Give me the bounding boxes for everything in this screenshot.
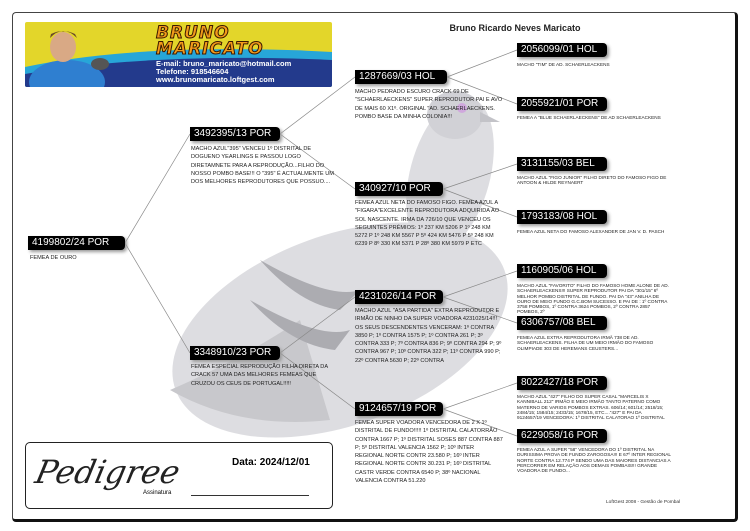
banner-website[interactable]: www.brunomaricato.loftgest.com (156, 75, 275, 84)
signature-label: Assinatura (143, 490, 172, 496)
pigeon-desc-dam: FEMEA ESPECIAL REPRODUÇÃO FILHA DIRETA D… (191, 364, 328, 387)
pigeon-desc-subject: FEMEA DE OURO (30, 255, 77, 261)
pedigree-logo: Pedigree (31, 453, 184, 491)
pigeon-desc-gen4: FEMEA A "BLUE SCHAERLAECKENS" DE AD SCHA… (517, 115, 661, 120)
breeder-banner: BRUNO MARICATO E-mail: bruno_maricato@ho… (25, 22, 332, 87)
pigeon-desc-gen4: FEMEA AZUL EXTRA REPRODUTORA IRMÃ 738 DE… (517, 335, 654, 351)
pigeon-desc-gen4: MACHO "TIM" DE AD. SCHAERLEACKENS (517, 62, 610, 67)
pigeon-desc-gen3: MACHO AZUL "ASA PARTIDA" EXTRA REPRODUTO… (355, 308, 502, 364)
pigeon-ring-dam[interactable]: 3348910/23 POR (190, 346, 280, 360)
pigeon-desc-gen4: FEMEA AZUL A SUPER "58" VENCEDORA DO 1º … (517, 447, 671, 474)
page-frame (12, 12, 738, 522)
pigeon-ring-sire[interactable]: 3492395/13 POR (190, 127, 280, 141)
banner-last-name: MARICATO (156, 39, 264, 59)
pigeon-desc-gen4: FEMEA AZUL NETA DO FAMOSO ALEXANDER DE J… (517, 229, 665, 234)
banner-first-name: BRUNO (156, 23, 230, 43)
software-credit: LoftGest 2008 - Gestão de Pombal (606, 500, 681, 505)
pigeon-ring-subject[interactable]: 4199802/24 POR (28, 236, 125, 250)
pigeon-ring-gen3[interactable]: 4231026/14 POR (355, 290, 443, 304)
pigeon-desc-gen3: FEMEA SUPER VOADORA VENCEDORA DE 2 X 1º … (355, 420, 503, 485)
pedigree-connectors (124, 49, 518, 437)
print-date: Data: 2024/12/01 (232, 457, 310, 468)
pigeon-in-hand (91, 58, 109, 70)
pigeon-desc-sire: MACHO AZUL"395" VENCEU 1º DISTRITAL DE D… (191, 146, 334, 186)
pigeon-ring-gen4[interactable]: 1793183/08 HOL (517, 210, 607, 224)
pigeon-desc-gen3: MACHO PEDRADO ESCURO CRACK 69 DE "SCHAER… (355, 89, 503, 120)
pigeon-desc-gen4: MACHO AZUL "FIGO JUNIOR" FILHO DIRETO DO… (517, 175, 667, 186)
person-photo (29, 60, 105, 87)
pigeon-ring-gen4[interactable]: 2055921/01 POR (517, 97, 607, 111)
owner-name: Bruno Ricardo Neves Maricato (449, 23, 581, 33)
pigeon-desc-gen4: MACHO AZUL "FAVORITO" FILHO DO FAMOSO HO… (517, 283, 669, 315)
signature-line (191, 495, 309, 496)
pigeon-ring-gen4[interactable]: 1160905/06 HOL (517, 264, 607, 278)
pigeon-ring-gen4[interactable]: 6306757/08 BEL (517, 316, 607, 330)
pigeon-ring-gen3[interactable]: 9124657/19 POR (355, 402, 443, 416)
pigeon-ring-gen3[interactable]: 1287669/03 HOL (355, 70, 447, 84)
pigeon-desc-gen3: FEMEA AZUL NETA DO FAMOSO FIGO. FEMEA AZ… (355, 200, 500, 248)
pigeon-desc-gen4: MACHO AZUL "427" FILHO DO SUPER CASAL "M… (517, 394, 665, 421)
banner-phone: Telefone: 918546604 (156, 67, 229, 76)
footer-box: Pedigree Data: 2024/12/01 Assinatura (25, 442, 333, 509)
pigeon-ring-gen4[interactable]: 3131155/03 BEL (517, 157, 607, 171)
pigeon-ring-gen4[interactable]: 2056099/01 HOL (517, 43, 607, 57)
pigeon-ring-gen3[interactable]: 340927/10 POR (355, 182, 443, 196)
pigeon-ring-gen4[interactable]: 6229058/16 POR (517, 429, 607, 443)
pigeon-ring-gen4[interactable]: 8022427/18 POR (517, 376, 607, 390)
banner-background (25, 31, 332, 87)
banner-email[interactable]: E-mail: bruno_maricato@hotmail.com (156, 59, 292, 68)
